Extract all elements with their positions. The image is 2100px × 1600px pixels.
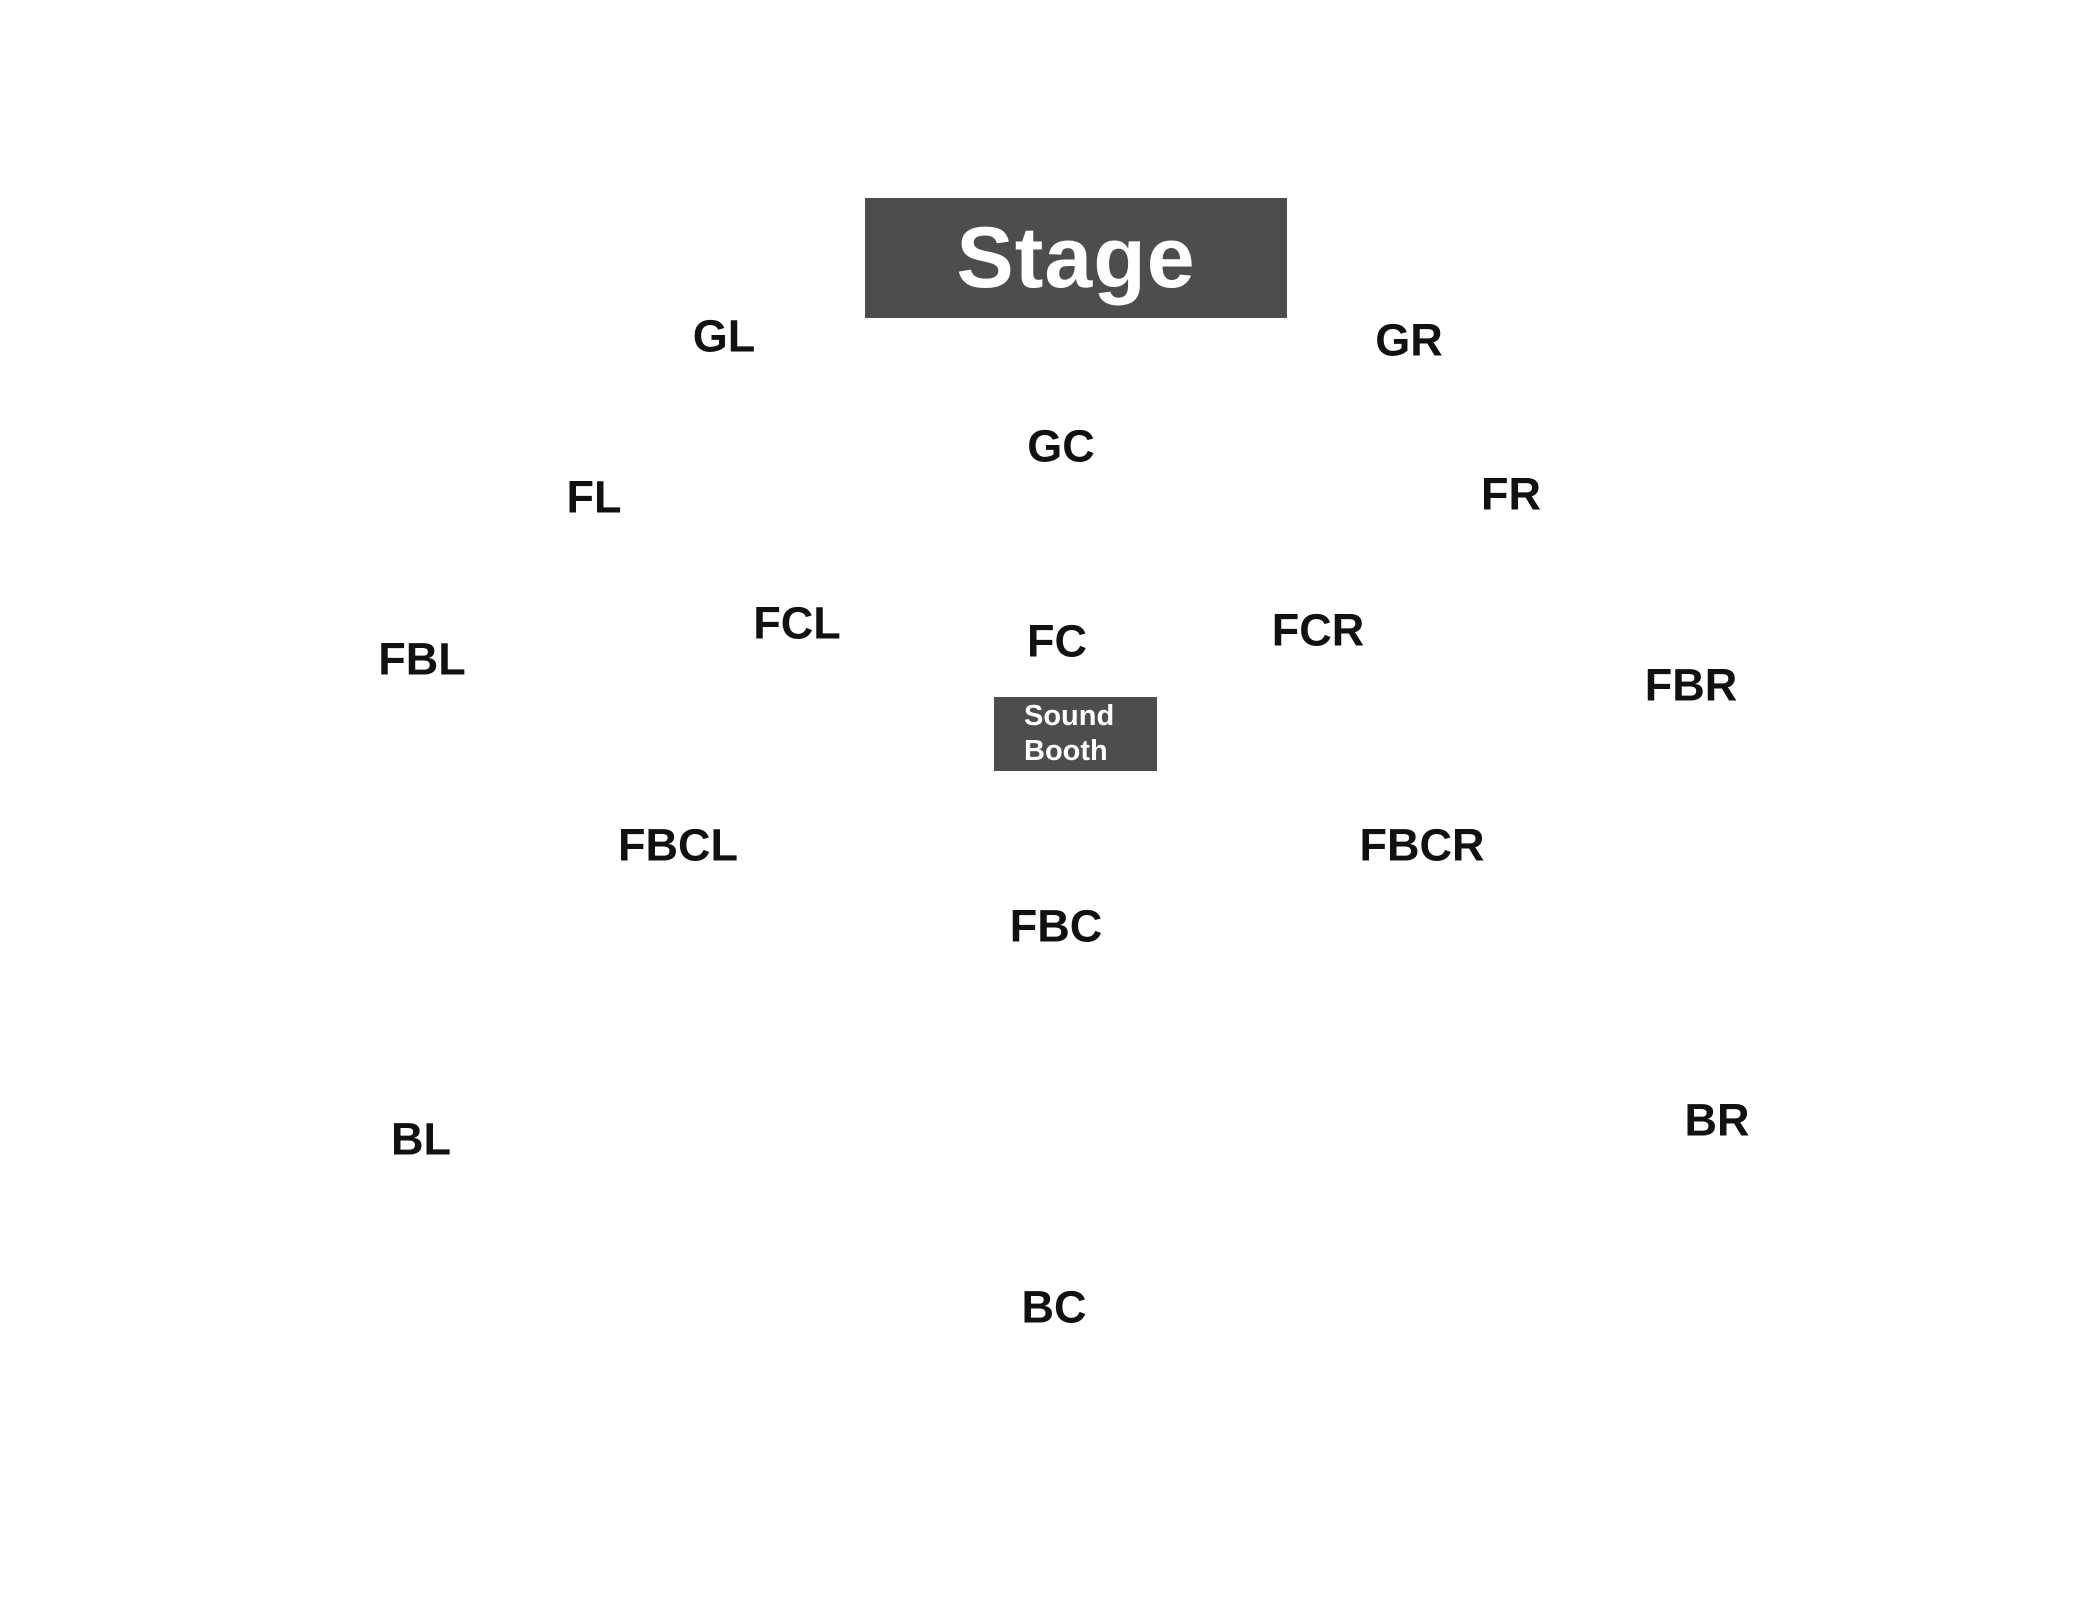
section-fl[interactable]: FL [566, 471, 622, 523]
section-fbl[interactable]: FBL [378, 633, 466, 685]
section-fcr[interactable]: FCR [1271, 604, 1365, 656]
section-bc[interactable]: BC [1021, 1281, 1087, 1333]
section-fbcl[interactable]: FBCL [618, 819, 738, 871]
section-gc[interactable]: GC [1027, 420, 1095, 472]
section-br[interactable]: BR [1684, 1094, 1750, 1146]
stage-label: Stage [956, 210, 1196, 306]
sound-booth: Sound Booth [994, 697, 1157, 771]
section-fbc[interactable]: FBC [1009, 900, 1103, 952]
section-fc[interactable]: FC [1027, 615, 1087, 667]
section-bl[interactable]: BL [391, 1113, 451, 1165]
section-gl[interactable]: GL [692, 310, 756, 362]
sound-booth-label-line-2: Booth [1024, 735, 1108, 767]
stage: Stage [865, 198, 1287, 318]
sound-booth-label-line-1: Sound [1024, 700, 1115, 732]
section-fbr[interactable]: FBR [1644, 659, 1738, 711]
section-fbcr[interactable]: FBCR [1359, 819, 1485, 871]
section-fcl[interactable]: FCL [753, 597, 841, 649]
section-gr[interactable]: GR [1375, 314, 1443, 366]
section-fr[interactable]: FR [1481, 468, 1541, 520]
